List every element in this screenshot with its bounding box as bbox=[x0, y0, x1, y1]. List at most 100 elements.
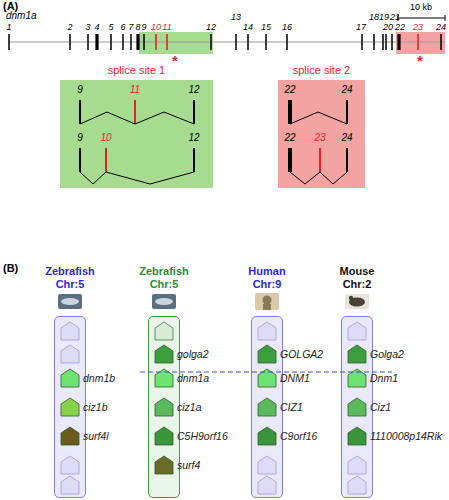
gene-pentagon bbox=[155, 398, 173, 416]
exon-number: 24 bbox=[341, 84, 352, 96]
exon-number: 11 bbox=[162, 23, 171, 33]
gene-pentagon bbox=[61, 427, 79, 445]
exon-number: 3 bbox=[85, 23, 90, 33]
gene-shape bbox=[61, 398, 79, 416]
exon-number: 18 bbox=[369, 13, 379, 23]
gene-shape bbox=[348, 345, 366, 363]
gene-shape bbox=[348, 427, 366, 445]
gene-name: dnm1a bbox=[177, 372, 209, 385]
gene-name: ciz1a bbox=[177, 401, 202, 414]
exon-number: 22 bbox=[395, 23, 405, 33]
gene-shape bbox=[258, 369, 276, 387]
chromosome-heading: Zebrafish Chr:5 bbox=[134, 265, 194, 291]
gene-marker: golga2 bbox=[155, 345, 265, 363]
gene-name: dnm1b bbox=[83, 372, 115, 385]
gene-pentagon bbox=[258, 345, 276, 363]
inset-heading: splice site 2 bbox=[258, 64, 385, 77]
exon-number: 13 bbox=[231, 13, 241, 23]
chromosome-band: Zebrafish Chr:5dnm1bciz1bsurf4l bbox=[54, 316, 86, 498]
exon-number: 10 bbox=[151, 23, 161, 33]
gene-name: C5H9orf16 bbox=[177, 430, 228, 443]
asterisk-mark: * bbox=[417, 53, 423, 70]
gene-name: Dnm1 bbox=[370, 372, 398, 385]
gene-name: surf4 bbox=[177, 459, 200, 472]
exon-number: 8 bbox=[135, 23, 140, 33]
gene-name: Ciz1 bbox=[370, 401, 391, 414]
gene-name: DNM1 bbox=[280, 372, 310, 385]
highlight-region bbox=[396, 32, 445, 54]
exon-number: 9 bbox=[77, 132, 83, 144]
gene-pentagon bbox=[61, 398, 79, 416]
exon-number: 14 bbox=[243, 23, 253, 33]
chromosome-heading: Human Chr:9 bbox=[237, 265, 297, 291]
gene-pentagon bbox=[348, 398, 366, 416]
gene-shape bbox=[61, 427, 79, 445]
exon-number: 12 bbox=[206, 23, 216, 33]
highlight-region bbox=[139, 32, 213, 54]
exon-number: 16 bbox=[282, 23, 292, 33]
gene-pentagon bbox=[258, 369, 276, 387]
empty-gene-marker bbox=[61, 322, 366, 494]
gene-shape bbox=[61, 369, 79, 387]
exon-number: 20 bbox=[383, 23, 393, 33]
exon-number: 12 bbox=[188, 84, 199, 96]
exon-number: 24 bbox=[436, 23, 446, 33]
chromosome-heading: Mouse Chr:2 bbox=[327, 265, 387, 291]
panel-letter: (B) bbox=[3, 262, 18, 274]
gene-shape bbox=[348, 398, 366, 416]
exon-number: 7 bbox=[128, 23, 133, 33]
gene-marker: Ciz1 bbox=[348, 398, 449, 416]
exon-number: 21 bbox=[390, 13, 400, 23]
gene-shape bbox=[155, 369, 173, 387]
gene-name: ciz1b bbox=[83, 401, 108, 414]
asterisk-mark: * bbox=[172, 53, 178, 70]
exon-number: 5 bbox=[108, 23, 113, 33]
chromosome-heading: Zebrafish Chr:5 bbox=[40, 265, 100, 291]
gene-shape bbox=[155, 345, 173, 363]
gene-pentagon bbox=[61, 369, 79, 387]
exon-number: 19 bbox=[379, 13, 389, 23]
gene-name: surf4l bbox=[83, 430, 109, 443]
exon-number: 12 bbox=[188, 132, 199, 144]
exon-number: 24 bbox=[341, 132, 352, 144]
gene-pentagon bbox=[155, 345, 173, 363]
gene-pentagon bbox=[155, 369, 173, 387]
gene-shape bbox=[258, 345, 276, 363]
exon-number: 11 bbox=[130, 84, 140, 96]
exon-ticks bbox=[97, 34, 399, 50]
splice-inset: splice site 19111291012 bbox=[60, 80, 213, 188]
gene-shape bbox=[155, 427, 173, 445]
exon-number: 15 bbox=[261, 23, 271, 33]
gene-name: Golga2 bbox=[370, 348, 404, 361]
gene-shape bbox=[348, 369, 366, 387]
gene-shape bbox=[258, 427, 276, 445]
exon-number: 1 bbox=[6, 23, 11, 33]
gene-name: CIZ1 bbox=[280, 401, 303, 414]
gene-name: GOLGA2 bbox=[280, 348, 323, 361]
exon-number: 10 bbox=[100, 132, 111, 144]
gene-pentagon bbox=[348, 369, 366, 387]
exon-number: 2 bbox=[67, 23, 72, 33]
gene-pentagon bbox=[258, 398, 276, 416]
alternative-exon bbox=[156, 34, 418, 50]
gene-name: golga2 bbox=[177, 348, 209, 361]
species-icon bbox=[152, 294, 176, 309]
gene-marker: Golga2 bbox=[348, 345, 449, 363]
scale-bar bbox=[398, 15, 445, 21]
splice-inset: splice site 22224222324 bbox=[278, 80, 365, 188]
gene-shape bbox=[155, 398, 173, 416]
species-icon bbox=[255, 293, 279, 310]
gene-pentagon bbox=[348, 427, 366, 445]
exon-number: 22 bbox=[284, 84, 295, 96]
gene-pentagon bbox=[155, 427, 173, 445]
exon-number: 4 bbox=[94, 23, 99, 33]
gene-marker: 1110008p14Rik bbox=[348, 427, 449, 445]
chromosome-band: Zebrafish Chr:5golga2dnm1aciz1aC5H9orf16… bbox=[148, 316, 180, 498]
gene-shape bbox=[258, 398, 276, 416]
gene-marker: surf4 bbox=[155, 456, 265, 474]
exon-number: 23 bbox=[413, 23, 423, 33]
chromosome-band: Human Chr:9GOLGA2DNM1CIZ1C9orf16 bbox=[251, 316, 283, 498]
gene-name: 1110008p14Rik bbox=[370, 430, 442, 443]
gene-marker: Dnm1 bbox=[348, 369, 449, 387]
